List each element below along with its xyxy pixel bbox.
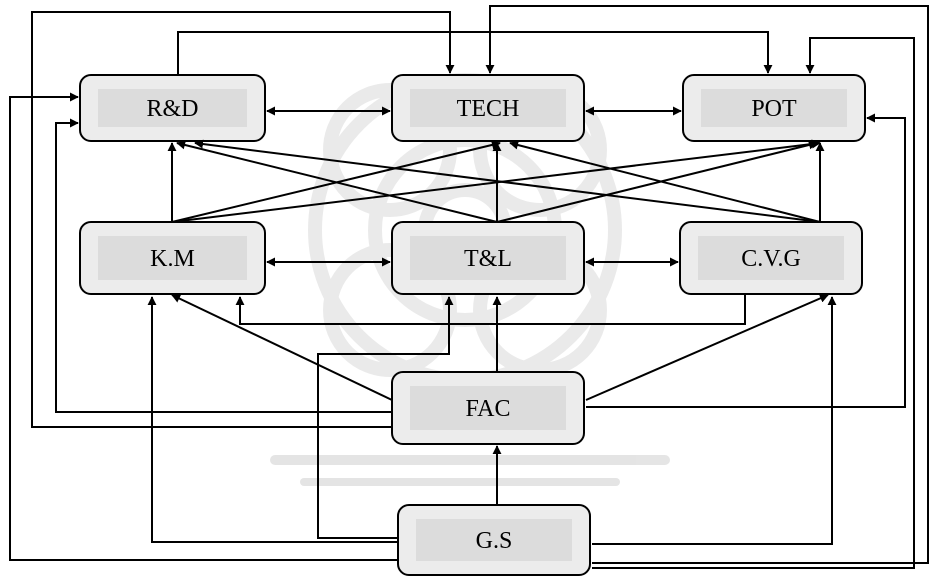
node-gs: G.S [397, 504, 591, 576]
node-tech: TECH [391, 74, 585, 142]
edge-rd-to-pot [177, 31, 773, 75]
node-inner [698, 236, 844, 280]
node-inner [410, 386, 566, 430]
edge-gs-to-rd [9, 92, 398, 561]
node-inner [98, 89, 247, 127]
node-label-km: K.M [150, 246, 195, 272]
watermark-text [270, 455, 670, 486]
node-label-tl: T&L [464, 246, 512, 272]
node-label-tech: TECH [457, 96, 520, 122]
edge-fac-to-rd [55, 118, 392, 413]
edge-gs-to-pot [592, 37, 915, 569]
node-label-cvg: C.V.G [741, 246, 801, 272]
edge-gs-to-cvg [592, 296, 837, 545]
node-inner [701, 89, 847, 127]
edge-gs-to-tl [317, 296, 454, 539]
node-inner [410, 89, 566, 127]
edges-layer [9, 5, 929, 569]
edge-tl-to-rd [176, 140, 498, 223]
node-pot: POT [682, 74, 866, 142]
nodes-layer: R&D TECH POT K.M T&L C.V.G FAC G.S [79, 74, 866, 576]
edge-gs-to-tech [485, 5, 929, 564]
node-inner [98, 236, 247, 280]
edge-fac-to-km [171, 294, 393, 401]
edge-cvg-to-tech [509, 140, 821, 223]
node-cvg: C.V.G [679, 221, 863, 295]
edge-fac-to-cvg [585, 294, 829, 401]
edge-fac-to-pot [586, 113, 906, 408]
node-inner [416, 519, 572, 561]
edge-cvg-to-km [235, 295, 746, 325]
edge-gs-to-km [147, 296, 398, 543]
edge-tl-to-pot [496, 140, 818, 223]
node-tl: T&L [391, 221, 585, 295]
node-inner [410, 236, 566, 280]
edge-cvg-to-rd [194, 139, 821, 223]
node-label-rd: R&D [146, 96, 198, 122]
node-label-fac: FAC [466, 396, 511, 422]
node-rd: R&D [79, 74, 266, 142]
node-km: K.M [79, 221, 266, 295]
node-fac: FAC [391, 371, 585, 445]
node-label-gs: G.S [476, 528, 513, 554]
node-label-pot: POT [751, 96, 797, 122]
